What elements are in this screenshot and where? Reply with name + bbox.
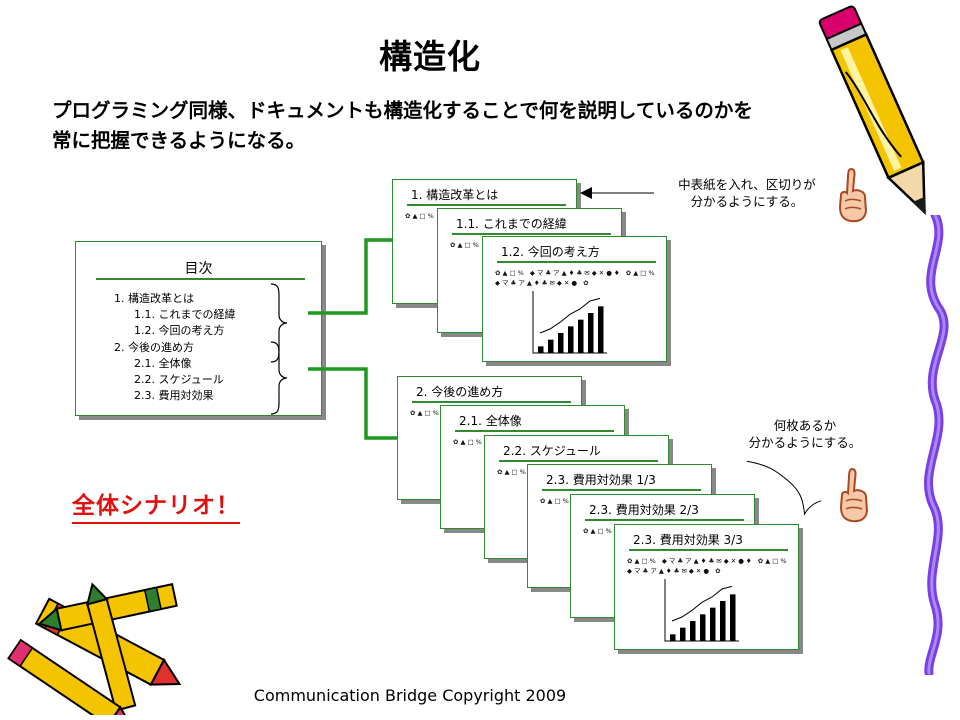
scenario-label: 全体シナリオ！	[72, 486, 240, 524]
toc-item: 2. 今後の進め方	[114, 341, 194, 354]
chart-bar	[588, 313, 594, 353]
chart-bar	[720, 601, 726, 641]
toc-item: 2.1. 全体像	[134, 357, 192, 370]
chart-trend-line	[539, 297, 601, 334]
slide-title: 2.2. スケジュール	[503, 444, 601, 458]
slide-title: 2.1. 全体像	[459, 414, 522, 428]
toc-underline	[96, 278, 305, 280]
slide-title: 2.3. 費用対効果 1/3	[546, 473, 656, 487]
lead-text: プログラミング同様、ドキュメントも構造化することで何を説明しているのかを 常に把…	[52, 96, 852, 156]
chart-bar	[598, 306, 604, 353]
slide-title: 1.1. これまでの経緯	[456, 217, 567, 231]
pencil-icon	[818, 5, 926, 216]
chart-bar	[558, 333, 564, 353]
chart-bar	[548, 339, 554, 353]
slide-underline	[497, 261, 656, 263]
brace-icon	[270, 341, 288, 415]
crayon-line-icon	[924, 215, 949, 675]
mini-chart	[664, 579, 739, 642]
crayons-icon	[7, 582, 182, 715]
arrow-left-icon	[580, 187, 654, 199]
chart-bar	[680, 627, 686, 641]
toc-item: 1.2. 今回の考え方	[134, 324, 225, 337]
lead-line-1: プログラミング同様、ドキュメントも構造化することで何を説明しているのかを	[52, 99, 753, 122]
note-line: 中表紙を入れ、区切りが	[678, 177, 816, 192]
chart-bar	[710, 607, 716, 641]
slide-title: 2. 今後の進め方	[416, 385, 504, 399]
note-line: 何枚あるか	[773, 418, 837, 433]
arrow-right-icon	[308, 367, 403, 440]
toc-item: 2.3. 費用対効果	[134, 389, 214, 402]
mini-chart	[532, 291, 607, 354]
slide-card: 2.3. 費用対効果 3/3 ✿▲□% ◆マ♣ア▲♦♣✉◆✕●♦ ✿▲□% ◆マ…	[614, 524, 799, 650]
note-line: 分かるようにする。	[748, 435, 862, 450]
toc-item: 2.2. スケジュール	[134, 373, 224, 386]
page-title: 構造化	[379, 37, 481, 76]
chart-trend-line	[671, 585, 733, 622]
placeholder-text: ◆マ♣ア▲♦♣✉◆✕● ✿	[495, 279, 591, 287]
slide-title: 1. 構造改革とは	[411, 188, 499, 202]
placeholder-text: ✿▲□% ◆マ♣ア▲♦♣✉◆✕●♦ ✿▲□%	[495, 269, 657, 277]
note-line: 分かるようにする。	[690, 194, 804, 209]
toc-item: 1.1. これまでの経緯	[134, 308, 236, 321]
slide-title: 2.3. 費用対効果 2/3	[589, 503, 699, 517]
slide-underline	[499, 460, 658, 462]
placeholder-text: ◆マ♣ア▲♦♣✉◆✕● ✿	[627, 567, 723, 575]
slide-underline	[452, 233, 611, 235]
footer-copyright: Communication Bridge Copyright 2009	[253, 686, 567, 705]
chart-bar	[690, 621, 696, 641]
chart-bar	[700, 614, 706, 641]
chart-bar	[670, 634, 676, 641]
pointing-hand-icon	[838, 167, 868, 223]
slide-underline	[542, 489, 701, 491]
slide-underline	[407, 204, 566, 206]
arrow-right-icon	[308, 238, 403, 315]
slide-underline	[629, 549, 788, 551]
slide-underline	[412, 401, 571, 403]
chart-bar	[578, 319, 584, 353]
brace-icon	[746, 460, 822, 516]
toc-item: 1. 構造改革とは	[114, 292, 194, 305]
chart-bar	[568, 326, 574, 353]
note-top: 中表紙を入れ、区切りが 分かるようにする。	[657, 176, 837, 210]
chart-bar	[730, 594, 736, 641]
slide-title: 1.2. 今回の考え方	[501, 245, 600, 259]
toc-slide: 目次 1. 構造改革とは 1.1. これまでの経緯 1.2. 今回の考え方 2.…	[75, 241, 322, 416]
slide-card: 1.2. 今回の考え方 ✿▲□% ◆マ♣ア▲♦♣✉◆✕●♦ ✿▲□% ◆マ♣ア▲…	[482, 236, 667, 362]
pointing-hand-icon	[839, 467, 869, 523]
placeholder-text: ✿▲□% ◆マ♣ア▲♦♣✉◆✕●♦ ✿▲□%	[627, 557, 789, 565]
slide-title: 2.3. 費用対効果 3/3	[633, 533, 743, 547]
lead-line-2: 常に把握できるようになる。	[52, 129, 306, 152]
slide-underline	[455, 430, 614, 432]
chart-bar	[538, 346, 544, 353]
toc-title: 目次	[184, 261, 213, 277]
slide-underline	[585, 519, 744, 521]
note-bottom: 何枚あるか 分かるようにする。	[730, 417, 880, 451]
